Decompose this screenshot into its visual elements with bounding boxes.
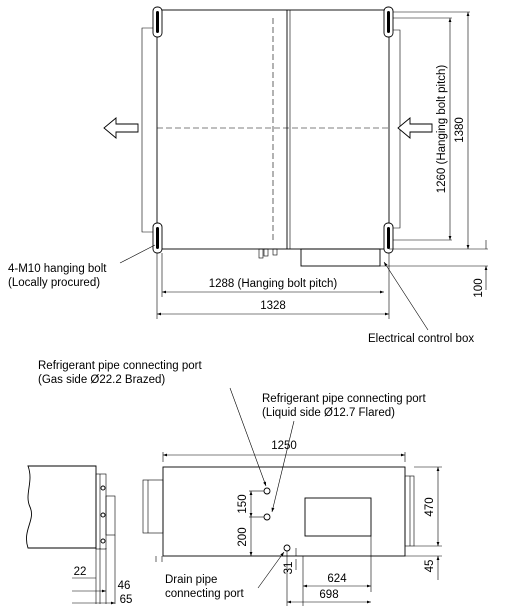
control-box-leader-line (383, 261, 429, 331)
gas-port-label-line2: (Gas side Ø22.2 Brazed) (38, 374, 165, 386)
dim-22: 22 (74, 566, 87, 578)
pipe-stub (258, 248, 264, 259)
pipe-stub (272, 248, 278, 256)
dim-65: 65 (120, 594, 133, 606)
dim-height: 1380 (454, 117, 466, 143)
hanging-bolt-bracket-bl (152, 222, 163, 254)
gas-port-label-line1: Refrigerant pipe connecting port (38, 360, 202, 372)
dim-470: 470 (424, 497, 436, 516)
dim-150: 150 (237, 494, 249, 513)
dim-624: 624 (327, 573, 347, 585)
side-control-box (304, 497, 372, 537)
unit-casing-side-view (162, 466, 406, 557)
bolt-leader-line (119, 244, 156, 264)
dim-45: 45 (424, 560, 436, 573)
bolt-label-line2: (Locally procured) (8, 277, 100, 289)
hanging-bolt-bracket-br (383, 222, 394, 254)
drain-port-icon (283, 544, 291, 552)
drain-label-line2: connecting port (165, 588, 244, 600)
dim-31: 31 (283, 562, 295, 575)
liquid-port-label-line2: (Liquid side Ø12.7 Flared) (262, 407, 395, 419)
dim-46: 46 (118, 580, 131, 592)
bolt-label-line1: 4-M10 hanging bolt (8, 263, 107, 275)
liquid-port-label-line1: Refrigerant pipe connecting port (262, 393, 426, 405)
pipe-stub (263, 248, 269, 257)
liquid-port-leader-line (271, 420, 295, 513)
side-right-flange (404, 475, 415, 547)
left-flange-outline (141, 27, 157, 233)
electrical-control-box (300, 248, 381, 267)
side-view: Refrigerant pipe connecting port (Gas si… (26, 360, 442, 606)
hanging-bolt-bracket-tl (152, 6, 163, 38)
gas-port-icon (263, 487, 271, 495)
dim-200: 200 (237, 527, 249, 546)
dim-bolt-pitch-vertical: 1260 (Hanging bolt pitch) (436, 65, 448, 194)
dim-bolt-pitch-horizontal: 1288 (Hanging bolt pitch) (209, 278, 338, 290)
dim-box-depth: 100 (473, 278, 485, 297)
airflow-right-arrow-icon (397, 117, 433, 139)
side-left-flange (142, 479, 164, 534)
hanging-bolt-bracket-tr (383, 6, 394, 38)
dim-698: 698 (319, 589, 338, 601)
right-flange-outline (389, 29, 401, 229)
drain-leader-line (257, 551, 285, 589)
end-view (26, 465, 116, 605)
gas-port-leader-line (229, 387, 267, 487)
airflow-left-arrow-icon (103, 117, 139, 139)
dim-width: 1328 (260, 300, 286, 312)
control-box-label: Electrical control box (368, 333, 474, 345)
top-view: 4-M10 hanging bolt (Locally procured) 12… (8, 6, 488, 345)
dim-length: 1250 (271, 440, 297, 452)
drain-label-line1: Drain pipe (165, 574, 217, 586)
liquid-port-icon (263, 513, 271, 521)
